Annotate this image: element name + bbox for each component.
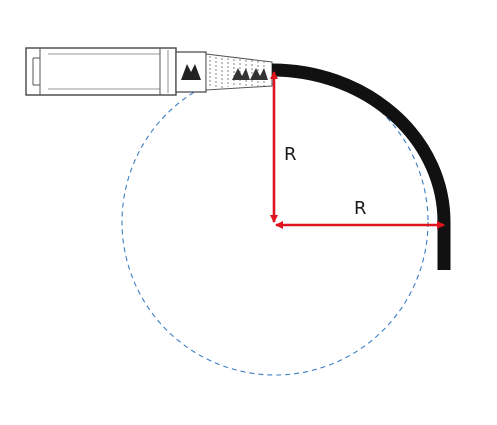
boot-logo-icon <box>232 68 268 80</box>
connector-body <box>25 47 177 96</box>
brand-logo-icon <box>181 64 201 80</box>
horizontal-radius-label: R <box>354 198 367 219</box>
transceiver-connector <box>25 47 273 96</box>
vertical-radius-label: R <box>284 144 297 165</box>
cable <box>271 63 451 270</box>
